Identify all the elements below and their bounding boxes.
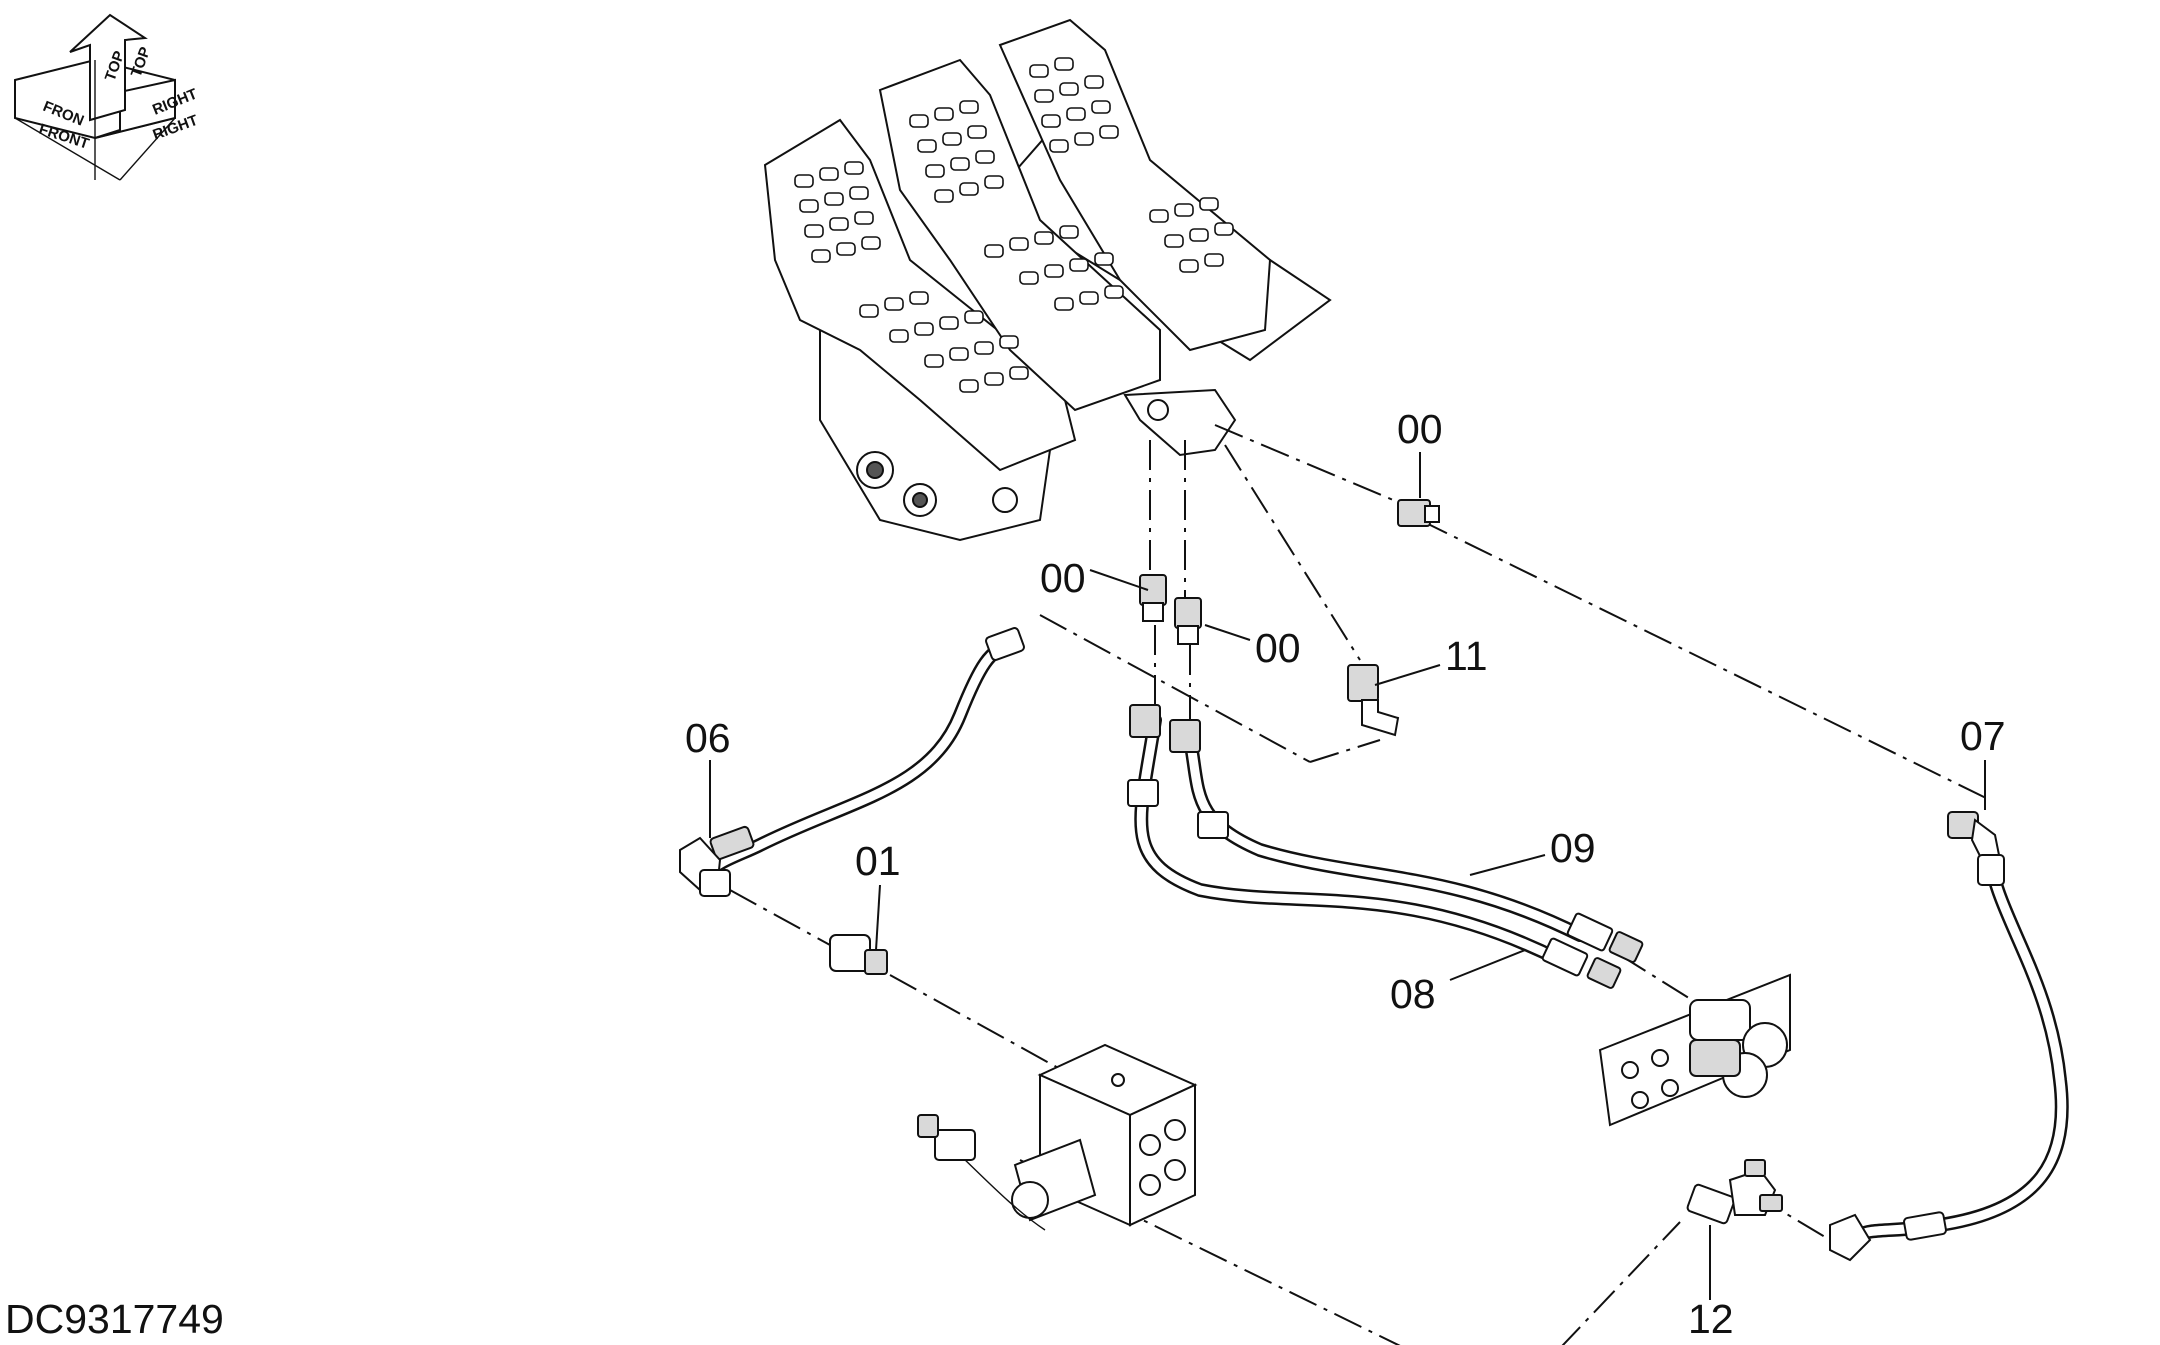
drawing-code: DC9317749	[5, 1296, 224, 1342]
pedal-assembly	[763, 18, 1332, 542]
callout-11: 11	[1445, 633, 1488, 679]
callout-12: 12	[1688, 1296, 1734, 1342]
switch-01	[829, 934, 888, 975]
callout-00-top: 00	[1397, 406, 1443, 452]
elbow-fitting-11	[1347, 664, 1400, 737]
fitting-00-top	[1397, 499, 1440, 527]
callout-07: 07	[1960, 713, 2006, 759]
callout-00-left: 00	[1040, 555, 1086, 601]
hose-07	[1829, 811, 2069, 1262]
callout-09: 09	[1550, 825, 1596, 871]
callout-01: 01	[855, 838, 901, 884]
callout-08: 08	[1390, 971, 1436, 1017]
solenoid-valve-block	[917, 1043, 1198, 1231]
fitting-00-left	[1139, 574, 1167, 622]
leader-lines	[709, 452, 1986, 1300]
callout-06: 06	[685, 715, 731, 761]
fitting-00-right	[1174, 597, 1202, 645]
callout-00-right: 00	[1255, 625, 1301, 671]
orientation-arrow-icon: FRONT FRON TOP TOP RIGHT RIGHT	[14, 13, 200, 181]
hose-06	[679, 627, 1025, 897]
tee-fitting-12	[1686, 1159, 1783, 1225]
hoses-08-09	[1127, 704, 1644, 989]
coupler-bracket	[1598, 973, 1791, 1127]
assembly-lines	[729, 424, 1991, 1345]
